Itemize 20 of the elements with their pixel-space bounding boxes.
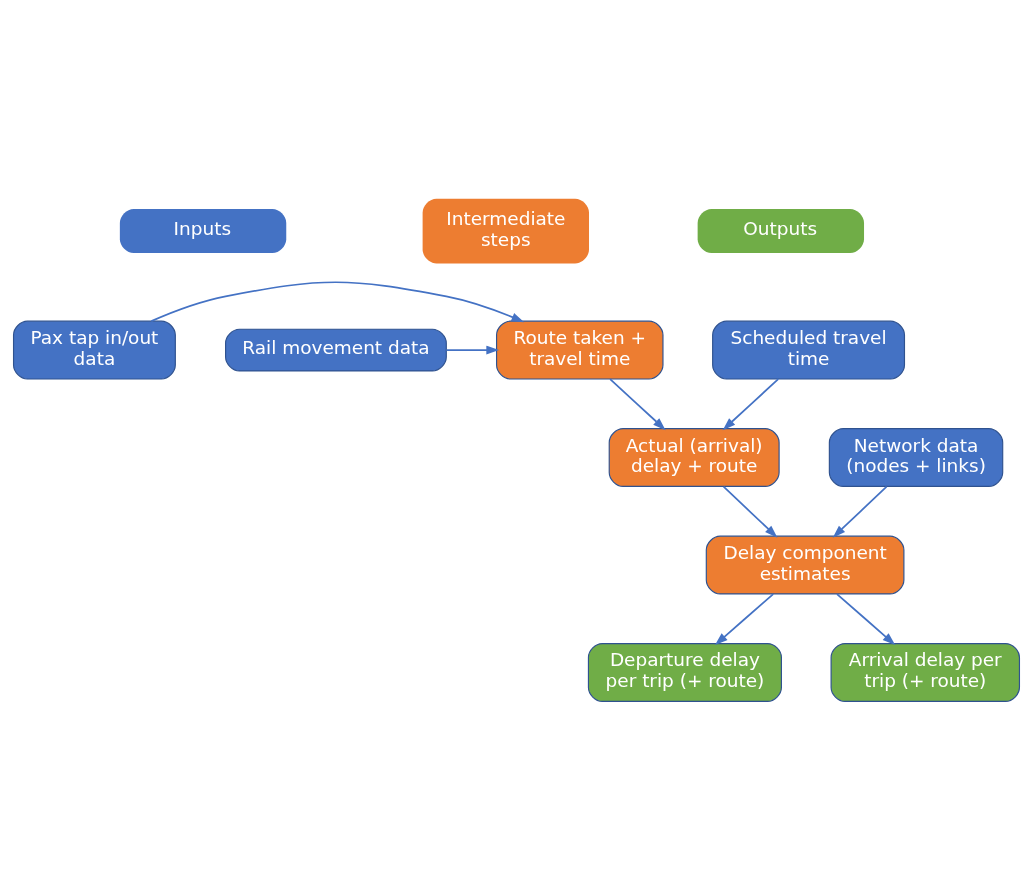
node-box: Route taken + travel time	[496, 320, 664, 380]
arrow	[150, 281, 525, 323]
legend-label: Intermediate steps	[446, 208, 566, 250]
legend-label: Inputs	[173, 218, 232, 240]
legend-label: Outputs	[743, 218, 818, 240]
arrow	[609, 378, 666, 431]
node-box: Actual (arrival) delay + route	[608, 428, 780, 487]
node-box: Network data (nodes + links)	[828, 428, 1004, 487]
arrow	[722, 378, 780, 431]
arrow	[722, 485, 778, 538]
arrow	[445, 345, 500, 355]
arrow	[715, 593, 775, 646]
arrow	[836, 593, 896, 646]
node-box: Departure delay per trip (+ route)	[587, 643, 782, 702]
node-box: Arrival delay per trip (+ route)	[830, 643, 1021, 702]
node-box: Pax tap in/out data	[12, 320, 176, 380]
node-box: Scheduled travel time	[712, 320, 906, 380]
arrow	[832, 485, 888, 538]
node-box: Delay component estimates	[705, 535, 905, 595]
node-box: Rail movement data	[225, 328, 447, 372]
